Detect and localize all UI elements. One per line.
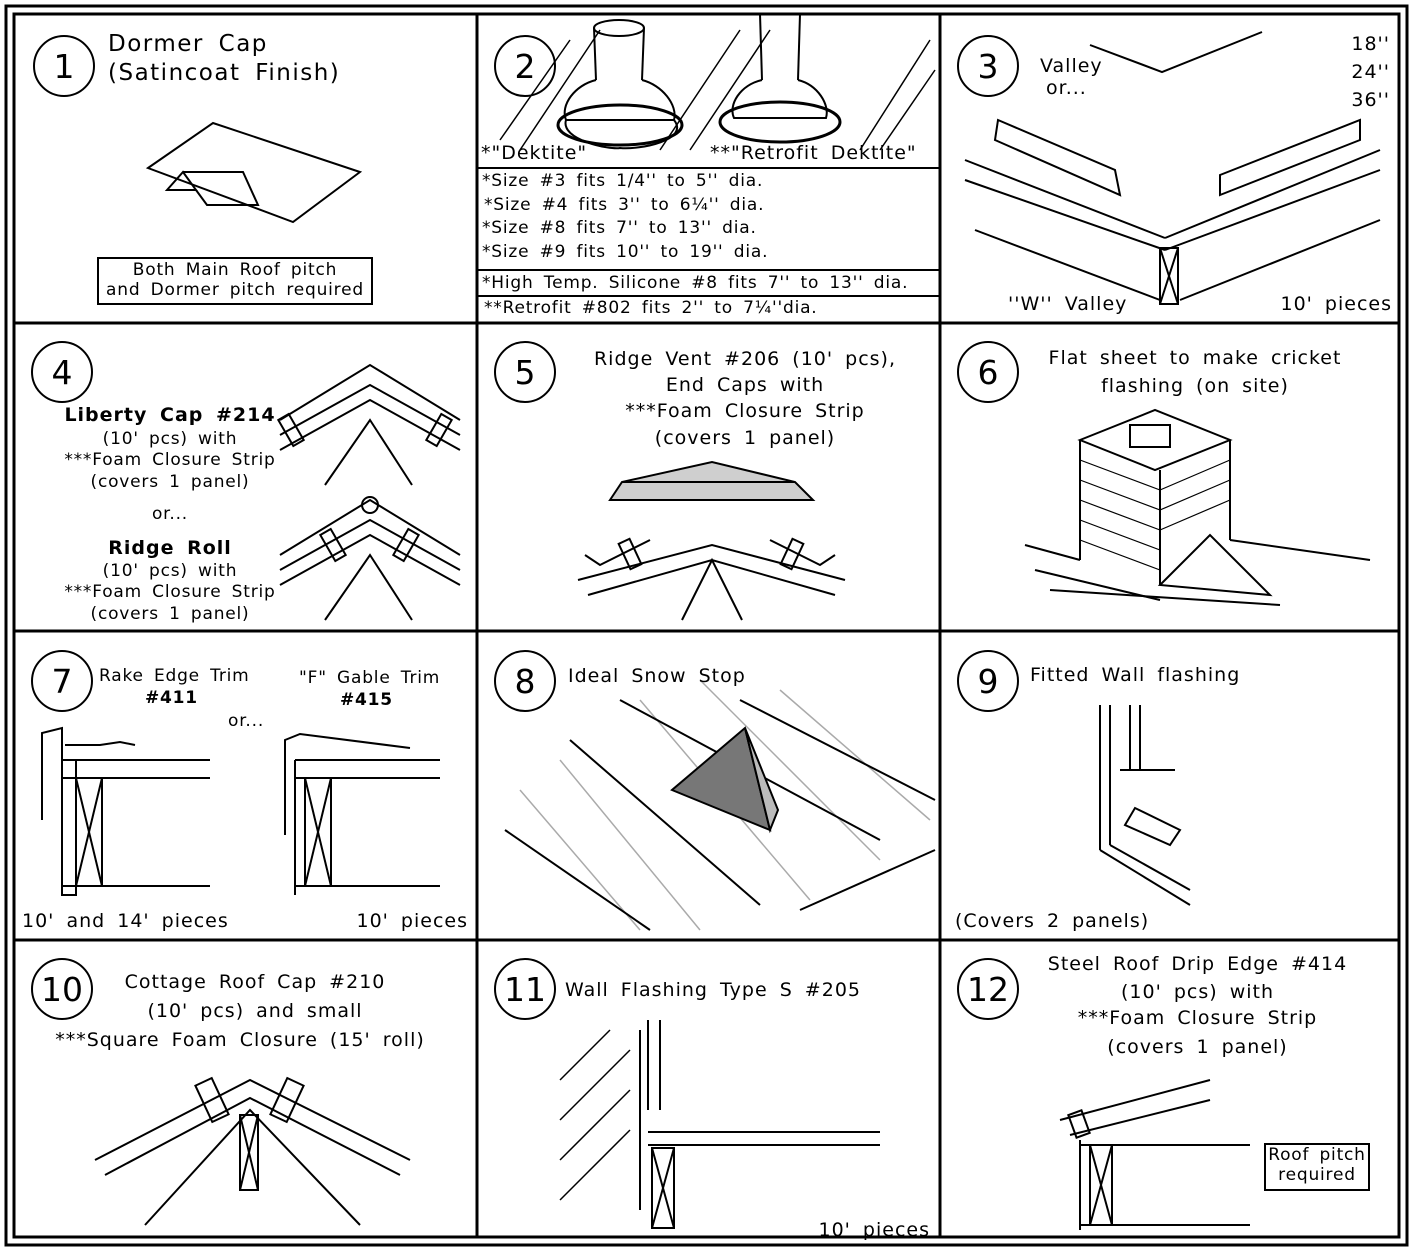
panel-2-number: 2 [494,35,556,97]
panel-2-label-retrofit: **"Retrofit Dektite" [710,142,917,164]
panel-3-width-36: 36'' [1351,89,1390,111]
panel-7-left-part: #411 [145,688,198,708]
panel-1-note-line-1: Both Main Roof pitch [132,260,338,280]
snow-stop-drawing [504,679,936,931]
panel-7-number: 7 [31,650,93,712]
panel-11-bottom: 10' pieces [818,1219,930,1241]
panel-12-note-line-2: required [1278,1165,1356,1185]
panel-8-number: 8 [494,650,556,712]
panel-7-right-title: "F" Gable Trim [299,668,441,688]
panel-3-title-line-1: Valley [1040,55,1103,77]
panel-5-number: 5 [494,341,556,403]
panel-1-title-line-1: Dormer Cap [108,31,268,57]
panel-6-title-line-2: flashing (on site) [1101,375,1289,397]
panel-4-or: or... [151,504,189,524]
panel-1-note-box [97,257,373,305]
panel-6-title-line-1: Flat sheet to make cricket [1048,347,1342,369]
chimney-cricket-drawing [1024,408,1371,606]
panel-1-number: 1 [33,35,95,97]
panel-6-number: 6 [957,341,1019,403]
panel-5-title-line-3: ***Foam Closure Strip [625,400,865,422]
panel-4-roll-line-2: ***Foam Closure Strip [64,582,276,602]
panel-10-title-line-1: Cottage Roof Cap #210 [124,971,386,993]
panel-11-title: Wall Flashing Type S #205 [565,979,861,1001]
panel-4-roll-title: Ridge Roll [108,537,232,559]
panel-3-bottom-right: 10' pieces [1280,293,1392,315]
panel-3-number: 3 [957,35,1019,97]
fitted-wall-flashing-drawing [1099,705,1191,906]
panel-2-label-dektite: *"Dektite" [481,142,588,164]
cottage-roof-cap-drawing [94,1076,411,1226]
panel-2-retrofit-802: **Retrofit #802 fits 2'' to 7¼''dia. [484,298,818,318]
panel-9-title: Fitted Wall flashing [1030,664,1241,686]
panel-2-size-9: *Size #9 fits 10'' to 19'' dia. [482,242,769,262]
panel-2-size-3: *Size #3 fits 1/4'' to 5'' dia. [482,171,764,191]
panel-3-bottom-left: ''W'' Valley [1008,293,1128,315]
panel-12-number: 12 [957,958,1019,1020]
panel-7-right-part: #415 [340,690,393,710]
rake-trim-drawing [41,726,440,896]
panel-12-title-line-4: (covers 1 panel) [1107,1036,1288,1058]
panel-10-title-line-2: (10' pcs) and small [147,1000,363,1022]
panel-7-bottom-left: 10' and 14' pieces [22,910,229,932]
panel-9-number: 9 [957,650,1019,712]
drip-edge-drawing [1059,1079,1250,1230]
panel-5-title-line-2: End Caps with [665,374,825,396]
ridge-vent-drawing [577,460,846,621]
panel-12-title-line-2: (10' pcs) with [1120,981,1275,1003]
valley-drawing [964,31,1381,305]
panel-9-bottom: (Covers 2 panels) [955,910,1150,932]
panel-4-cap-line-1: (10' pcs) with [102,429,238,449]
dormer-cap-drawing [145,121,363,224]
panel-7-or: or... [228,711,265,731]
panel-12-note-box [1264,1143,1370,1191]
panel-2-size-8: *Size #8 fits 7'' to 13'' dia. [482,218,757,238]
ridge-cap-drawing [276,363,461,621]
panel-11-number: 11 [494,958,556,1020]
panel-5-title-line-1: Ridge Vent #206 (10' pcs), [593,348,896,370]
panel-10-number: 10 [31,958,93,1020]
panel-12-title-line-1: Steel Roof Drip Edge #414 [1047,953,1348,975]
panel-1-title-line-2: (Satincoat Finish) [108,60,341,86]
panel-3-width-24: 24'' [1351,61,1390,83]
panel-4-cap-line-2: ***Foam Closure Strip [64,450,276,470]
panel-1-note-line-2: and Dormer pitch required [106,280,364,300]
panel-2-high-temp: *High Temp. Silicone #8 fits 7'' to 13''… [482,273,909,293]
panel-4-cap-title: Liberty Cap #214 [64,404,276,426]
panel-2-size-4: *Size #4 fits 3'' to 6¼'' dia. [484,195,765,215]
panel-12-title-line-3: ***Foam Closure Strip [1077,1007,1318,1029]
wall-flashing-type-s-drawing [559,1020,880,1229]
panel-12-note-line-1: Roof pitch [1268,1145,1366,1165]
panel-10-title-line-3: ***Square Foam Closure (15' roll) [55,1029,425,1051]
panel-8-title: Ideal Snow Stop [568,665,746,687]
panel-4-number: 4 [31,341,93,403]
panel-7-bottom-right: 10' pieces [356,910,468,932]
panel-5-title-line-4: (covers 1 panel) [654,427,836,449]
panel-4-cap-line-3: (covers 1 panel) [90,472,250,492]
panel-3-width-18: 18'' [1351,33,1390,55]
panel-3-title-line-2: or... [1046,77,1087,99]
panel-7-left-title: Rake Edge Trim [99,666,250,686]
panel-4-roll-line-1: (10' pcs) with [102,561,238,581]
panel-4-roll-line-3: (covers 1 panel) [90,604,250,624]
